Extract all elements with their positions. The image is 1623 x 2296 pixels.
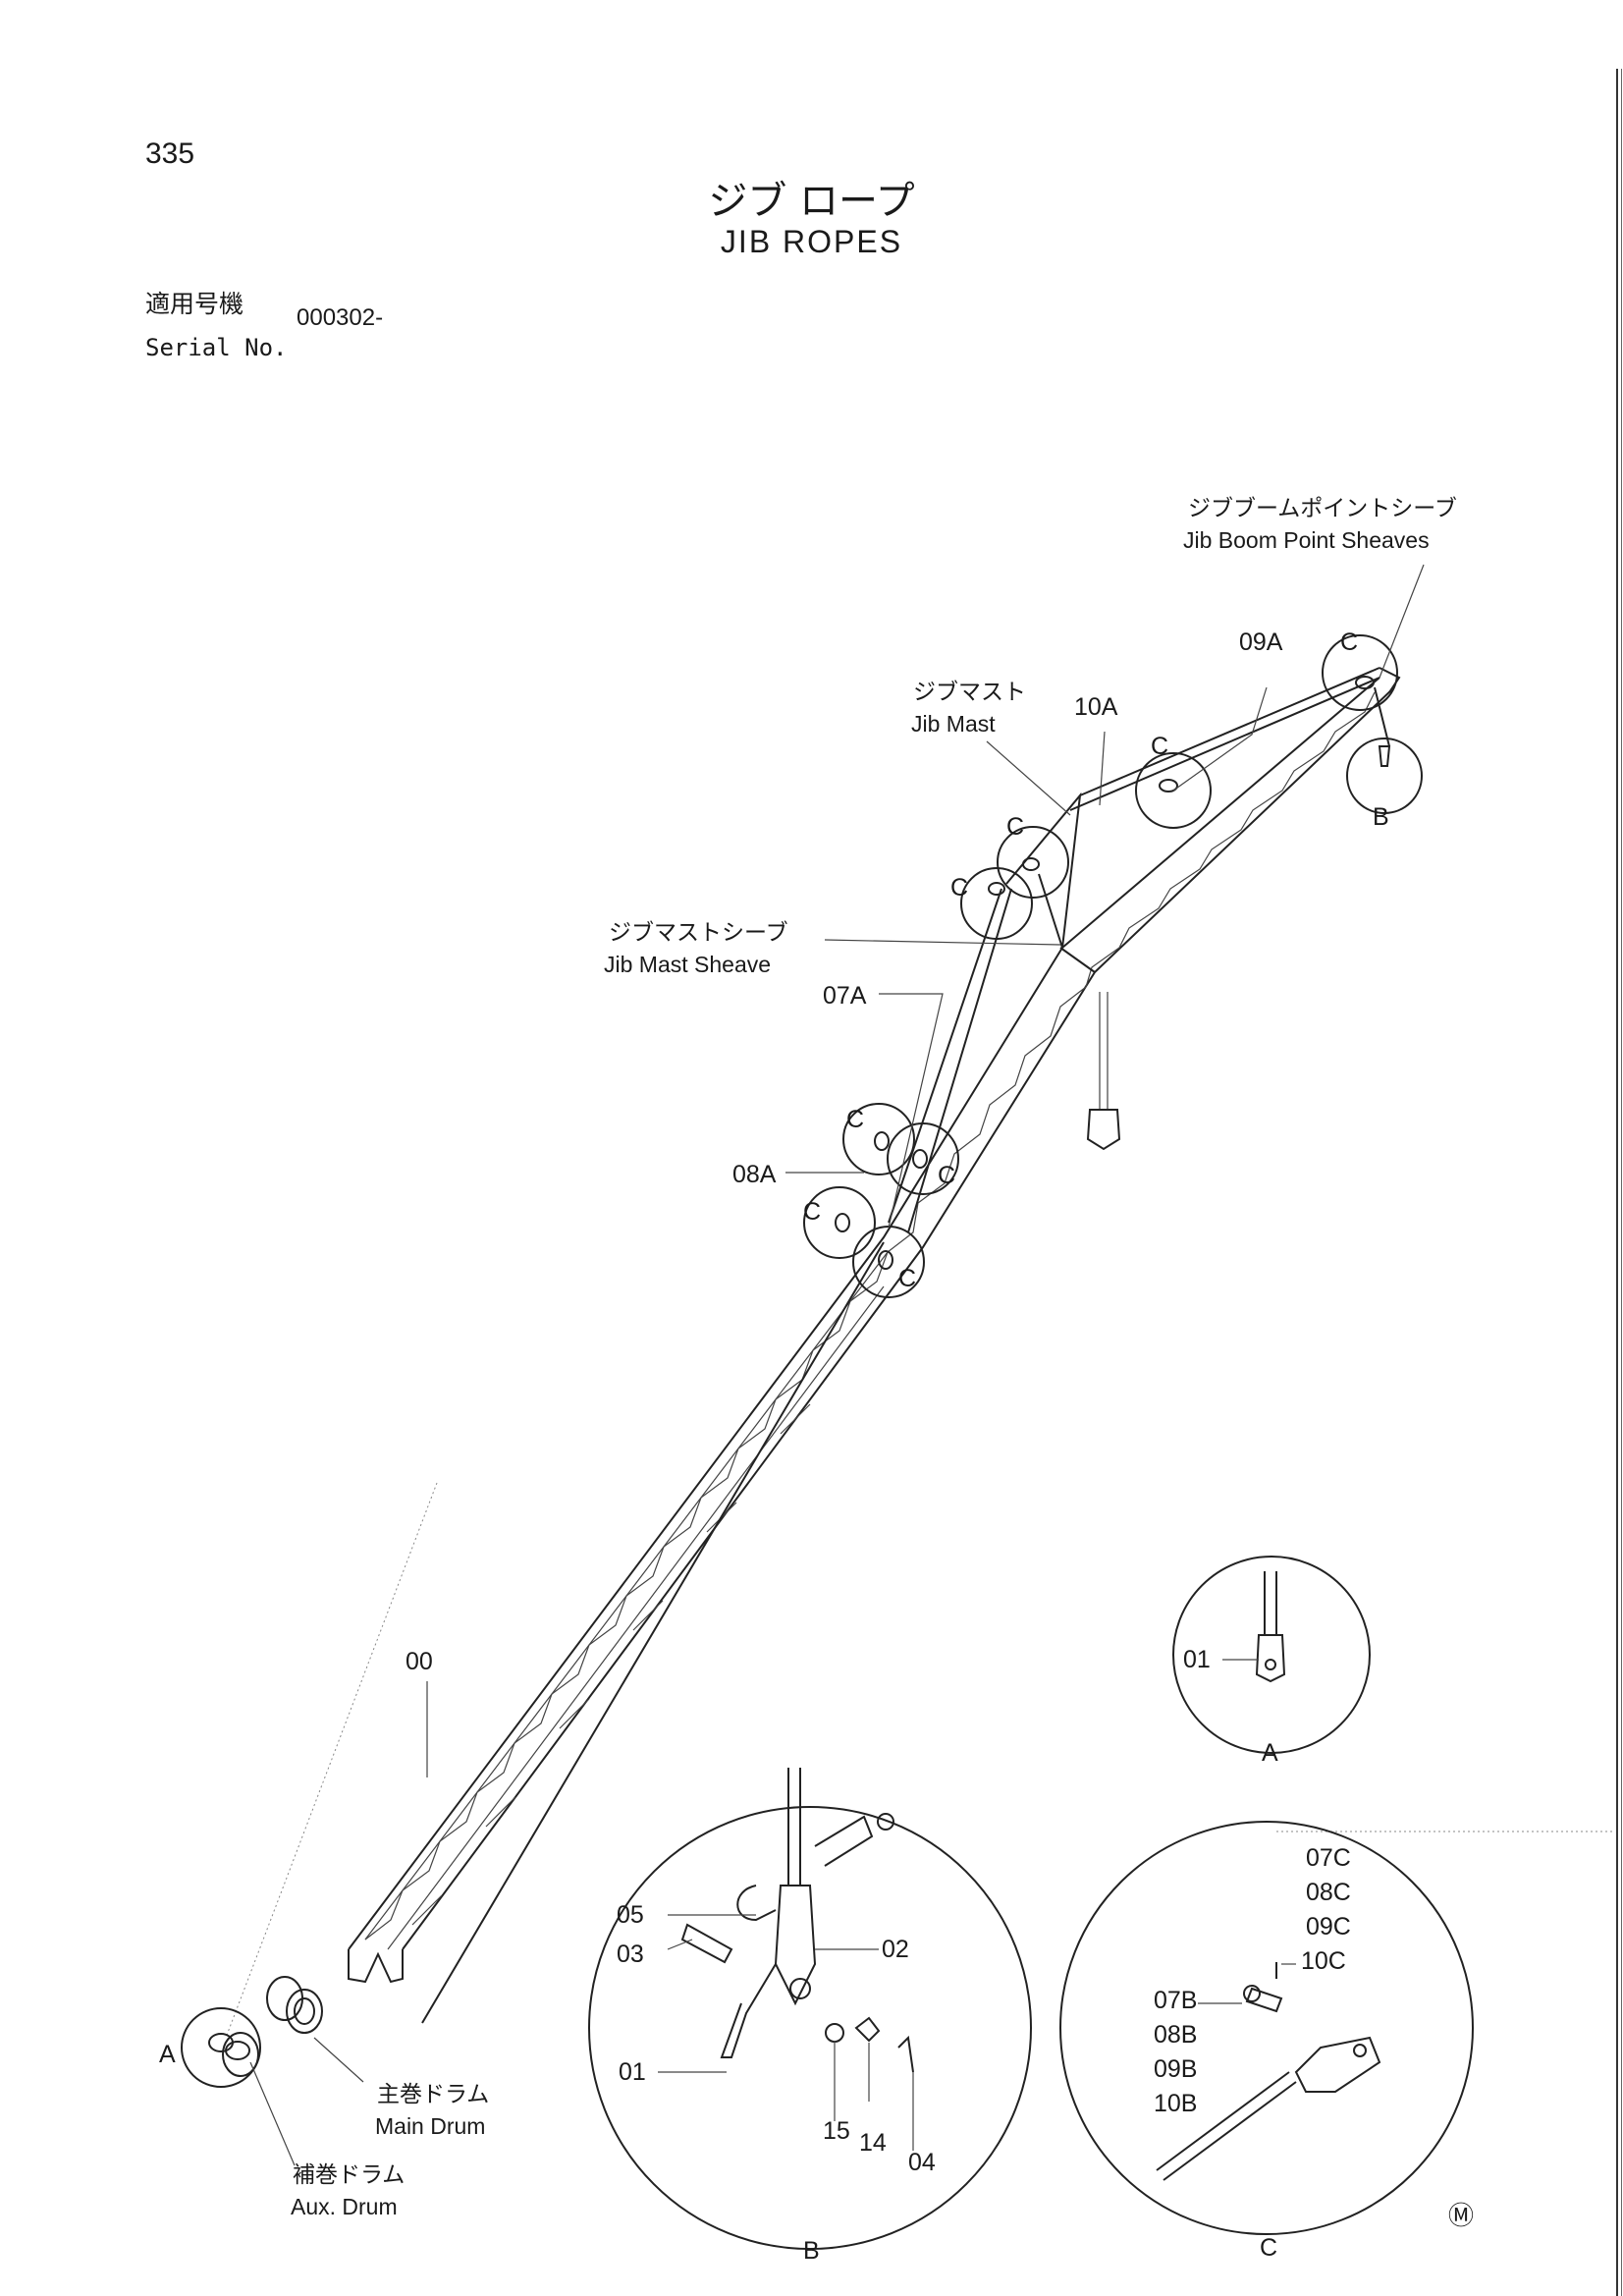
- serial-label-jp: 適用号機: [145, 290, 244, 318]
- binding-edge-line-2: [1621, 69, 1622, 2296]
- label-c-mast-lower: C: [950, 874, 968, 902]
- leader-lines: [249, 564, 1425, 2166]
- label-08A: 08A: [732, 1161, 777, 1188]
- detail-c-part-09C: 09C: [1306, 1913, 1351, 1941]
- label-c-08A-right: C: [938, 1162, 955, 1189]
- label-main-drum-jp: 主巻ドラム: [377, 2082, 489, 2107]
- detail-b-part-02: 02: [882, 1936, 909, 1963]
- label-a-main: A: [159, 2041, 176, 2068]
- detail-c-part-09B: 09B: [1154, 2055, 1197, 2083]
- detail-c-part-08C: 08C: [1306, 1879, 1351, 1906]
- label-b-main: B: [1373, 803, 1389, 831]
- label-09A: 09A: [1239, 629, 1283, 656]
- drums: [222, 1976, 323, 2077]
- serial-label-en: Serial No.: [145, 334, 288, 361]
- detail-c: 07C 08C 09C 10C 07B 08B 09B 10B C: [1059, 1821, 1474, 2262]
- label-c-boom-point: C: [1340, 629, 1358, 656]
- label-main-drum-en: Main Drum: [375, 2113, 485, 2139]
- detail-a: 01 A: [1172, 1556, 1371, 1767]
- detail-c-part-08B: 08B: [1154, 2021, 1197, 2049]
- label-jib-boom-point-sheaves-jp: ジブブームポイントシーブ: [1188, 496, 1457, 521]
- label-07A: 07A: [823, 982, 867, 1010]
- footer-mark: Ⓜ: [1448, 2202, 1474, 2231]
- label-10A: 10A: [1074, 693, 1118, 721]
- boom-lattice: [348, 677, 1395, 1984]
- binding-edge-line: [1616, 69, 1618, 2296]
- jib-mast-and-ropes: [225, 667, 1615, 2039]
- label-jib-boom-point-sheaves-en: Jib Boom Point Sheaves: [1183, 527, 1430, 553]
- detail-b-part-04: 04: [908, 2149, 936, 2176]
- label-aux-drum-jp: 補巻ドラム: [293, 2162, 405, 2188]
- detail-c-label: C: [1260, 2234, 1277, 2262]
- page-title-en: JIB ROPES: [720, 224, 903, 259]
- detail-b-label: B: [803, 2237, 820, 2265]
- label-c-mast-top: C: [1006, 813, 1024, 841]
- label-c-08A-left: C: [803, 1198, 821, 1226]
- detail-c-part-10B: 10B: [1154, 2090, 1197, 2117]
- label-c-07A: C: [846, 1106, 864, 1133]
- detail-c-part-07C: 07C: [1306, 1844, 1351, 1872]
- detail-b: 05 03 02 01 15 14 04 B: [588, 1768, 1032, 2265]
- detail-c-part-10C: 10C: [1301, 1947, 1346, 1975]
- detail-b-part-15: 15: [823, 2117, 850, 2145]
- label-jib-mast-sheave-en: Jib Mast Sheave: [604, 952, 771, 977]
- detail-b-part-03: 03: [617, 1941, 644, 1968]
- detail-b-part-05: 05: [617, 1901, 644, 1929]
- detail-c-part-07B: 07B: [1154, 1987, 1197, 2014]
- page-number: 335: [145, 137, 195, 170]
- serial-value: 000302-: [297, 304, 384, 331]
- label-00: 00: [406, 1648, 433, 1675]
- label-c-lower-right: C: [898, 1265, 916, 1292]
- label-jib-mast-jp: ジブマスト: [913, 680, 1026, 705]
- label-aux-drum-en: Aux. Drum: [291, 2194, 398, 2219]
- label-c-10A: C: [1151, 733, 1168, 760]
- detail-a-label: A: [1262, 1739, 1278, 1767]
- detail-b-part-14: 14: [859, 2129, 887, 2157]
- detail-a-part-01: 01: [1183, 1646, 1211, 1673]
- detail-b-part-01: 01: [619, 2058, 646, 2086]
- sheave-callout-circles: [181, 634, 1423, 2088]
- page-title-jp: ジブ ロープ: [708, 179, 915, 224]
- label-jib-mast-sheave-jp: ジブマストシーブ: [609, 920, 788, 946]
- label-jib-mast-en: Jib Mast: [911, 711, 996, 737]
